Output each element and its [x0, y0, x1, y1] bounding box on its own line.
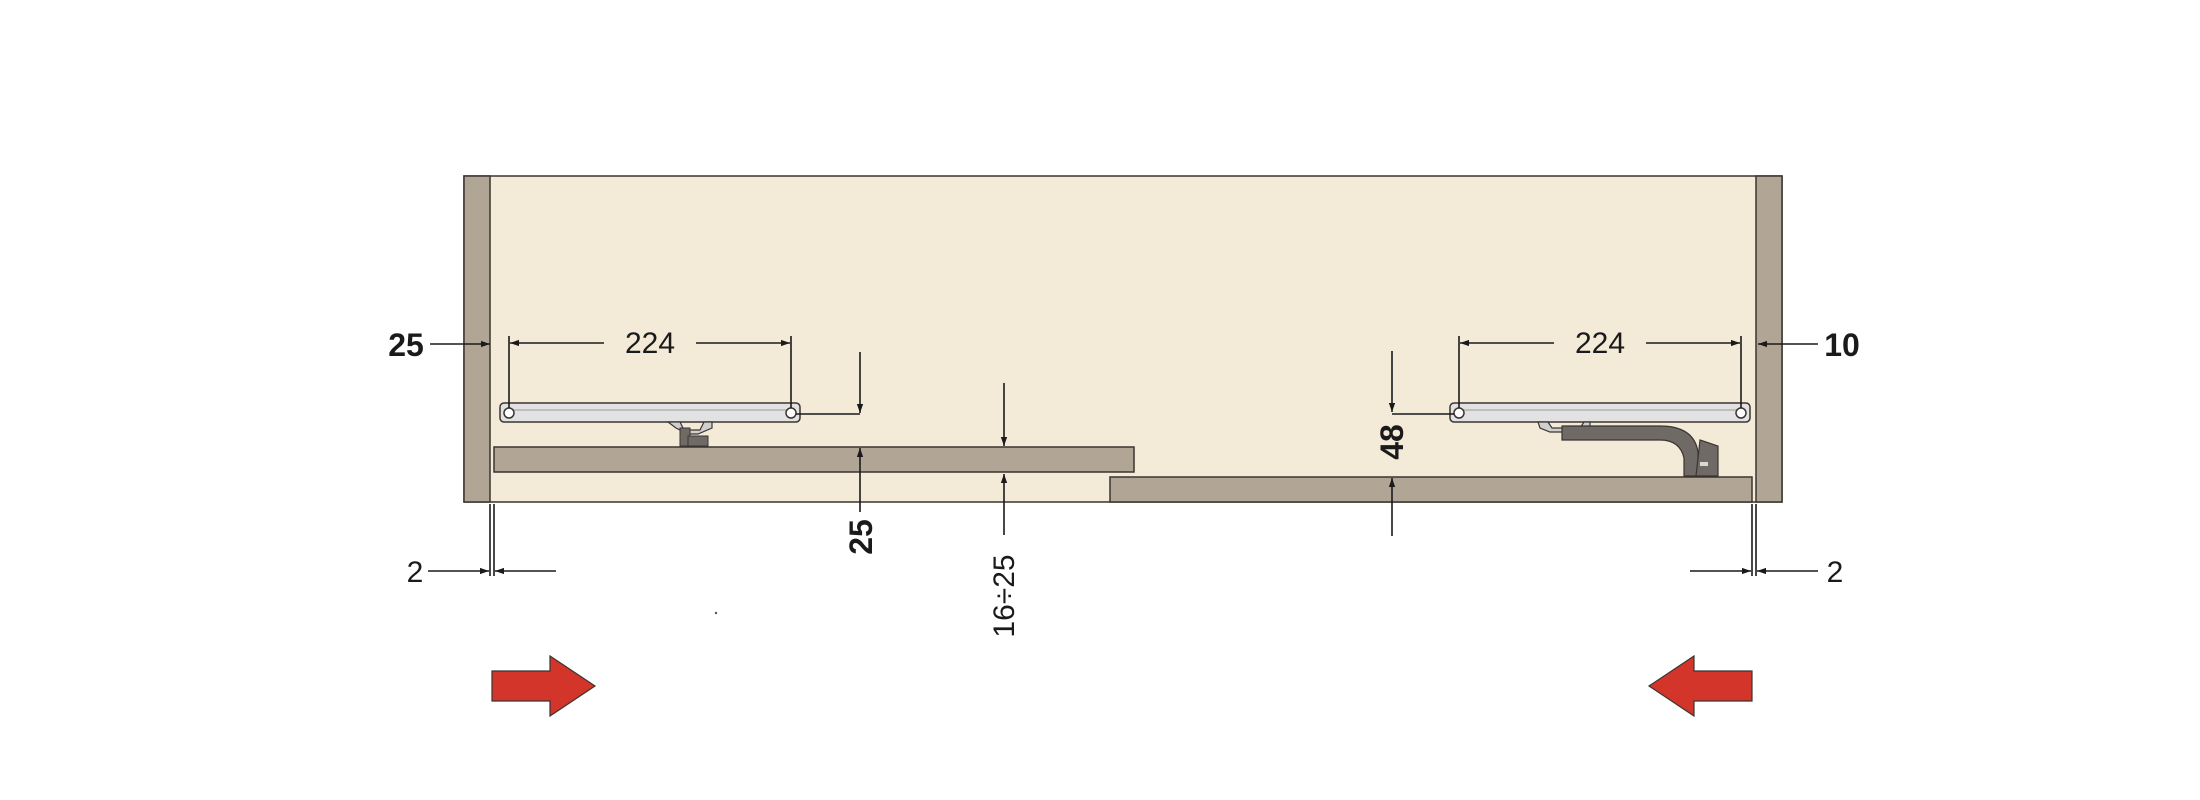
right-fitting-height-dimension: 48	[1374, 351, 1454, 536]
right-side-panel	[1755, 175, 1783, 503]
left-reveal-label: 2	[407, 556, 424, 589]
left-fitting-height-leader	[796, 352, 864, 415]
right-fitting-length-label: 224	[1575, 327, 1625, 360]
arrow-left-icon	[1647, 654, 1753, 718]
left-reveal-dimension: 2	[407, 504, 556, 589]
door-thickness-dimension: 25	[843, 448, 879, 555]
right-reveal-label: 2	[1827, 556, 1844, 589]
right-sliding-fitting	[1449, 402, 1751, 477]
right-fitting-height-label: 48	[1374, 424, 1410, 460]
front-door-panel	[493, 446, 1135, 473]
left-side-panel	[463, 175, 491, 503]
left-side-thickness-label: 25	[388, 327, 424, 363]
rear-door-panel	[1109, 476, 1753, 503]
door-offset-label: 16÷25	[988, 554, 1021, 637]
arrow-right-icon	[491, 654, 597, 718]
right-fitting-length-dimension: 224	[1458, 327, 1742, 408]
left-fitting-length-label: 224	[625, 327, 675, 360]
right-side-thickness-dimension: 10	[1758, 327, 1860, 363]
left-fitting-length-dimension: 224	[508, 327, 792, 408]
right-side-thickness-label: 10	[1824, 327, 1860, 363]
stray-dot	[714, 611, 718, 615]
door-offset-dimension: 16÷25	[988, 383, 1021, 638]
left-side-thickness-dimension: 25	[388, 327, 490, 363]
right-reveal-dimension: 2	[1690, 504, 1843, 589]
door-thickness-label: 25	[843, 519, 879, 555]
